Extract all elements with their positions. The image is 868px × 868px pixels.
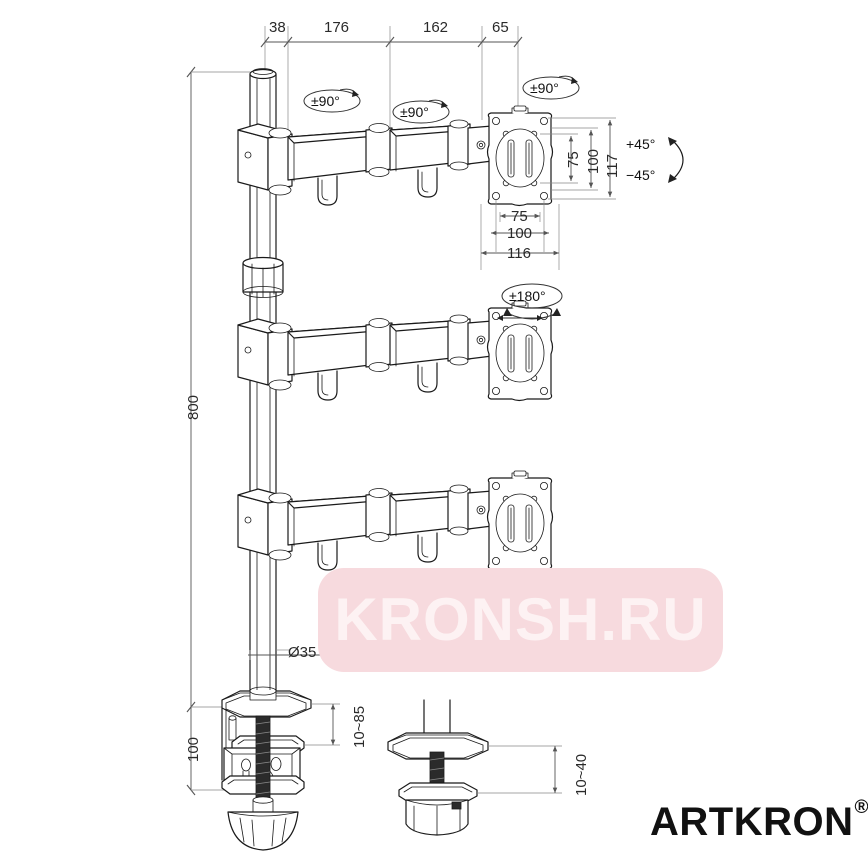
vesa-dim-75-v: 75 [565, 151, 582, 168]
grommet-base [387, 699, 489, 836]
dim-label-176: 176 [324, 19, 350, 36]
rotation-label-shoulder-top: ±90° [311, 93, 340, 109]
rotation-label-elbow-top: ±90° [400, 104, 429, 120]
dim-label-162: 162 [423, 19, 449, 36]
vesa-head-middle [486, 300, 554, 402]
column-collar [242, 256, 284, 298]
vesa-dim-75-h: 75 [511, 208, 528, 225]
brand-name: ARTKRON [650, 800, 854, 844]
watermark-badge: KRONSH.RU [318, 568, 723, 672]
dim-label-38: 38 [269, 19, 286, 36]
vesa-dim-100-v: 100 [585, 148, 602, 174]
pole-diameter-label: Ø35 [288, 644, 317, 661]
arm-assembly-middle [237, 314, 493, 401]
tilt-arc [668, 137, 684, 183]
vesa-dimensions-top [480, 117, 616, 270]
dim-label-clamp-100: 100 [185, 736, 202, 762]
vesa-head-top [486, 105, 554, 207]
brand-logo: ARTKRON ® [650, 798, 868, 844]
rotation-badges [303, 75, 580, 321]
arm-assembly-top [237, 119, 493, 206]
vesa-dim-117-v: 117 [604, 154, 621, 178]
rotation-label-wrist-top: ±90° [530, 80, 559, 96]
tilt-up-label: +45° [626, 136, 656, 152]
grommet-range-dimension [477, 745, 562, 794]
rotation-label-head-middle: ±180° [509, 288, 546, 304]
c-clamp-base [221, 686, 312, 851]
tilt-down-label: −45° [626, 167, 656, 183]
vesa-dim-116-h: 116 [507, 245, 531, 262]
c-clamp-range-dimension [304, 703, 340, 746]
dim-label-65: 65 [492, 19, 509, 36]
dim-label-800: 800 [185, 394, 202, 420]
top-dimension-chain [260, 26, 523, 185]
clamp-range-10-85: 10~85 [351, 705, 368, 748]
vesa-dim-100-h: 100 [507, 225, 533, 242]
arm-assembly-bottom [237, 484, 493, 571]
watermark-text: KRONSH.RU [334, 586, 707, 653]
clamp-height-dimension [186, 707, 230, 796]
vesa-head-bottom [486, 470, 554, 572]
registered-trademark-icon: ® [854, 797, 868, 818]
clamp-range-10-40: 10~40 [573, 753, 590, 796]
